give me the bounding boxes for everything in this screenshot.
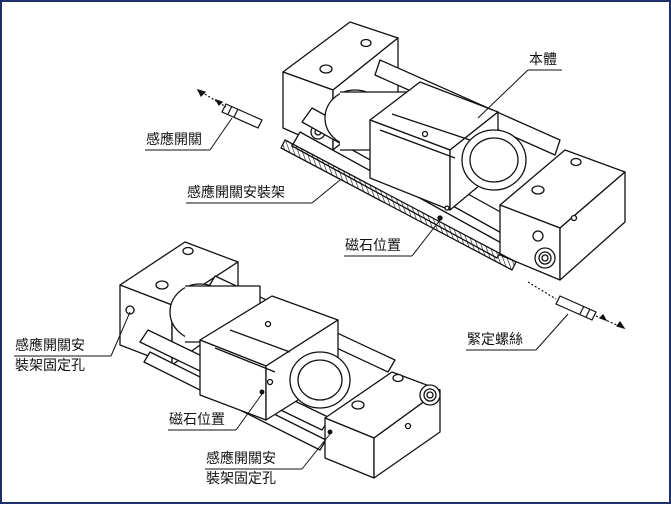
label-sensor-switch: 感應開關: [146, 132, 202, 148]
top-magnet-mark: [437, 215, 443, 221]
label-mount-hole-left-line1: 感應開關安: [15, 338, 85, 354]
label-mount-hole-bottom-line1: 感應開關安: [206, 451, 276, 467]
top-assembly: [280, 21, 626, 281]
label-body: 本體: [529, 52, 557, 68]
label-magnet-bottom: 磁石位置: [169, 412, 225, 428]
label-sensor-mount: 感應開關安裝架: [187, 185, 285, 201]
bottom-center-cylinder: [289, 351, 351, 409]
bottom-mount-hole-mark: [327, 429, 333, 435]
leader-lines: [14, 69, 569, 470]
label-magnet-top: 磁石位置: [345, 238, 401, 254]
bottom-assembly: [119, 241, 441, 479]
label-mount-hole-bottom-line2: 裝架固定孔: [206, 471, 276, 487]
bottom-right-end-block: [324, 371, 441, 479]
top-sensor-switch: [196, 89, 263, 129]
top-set-screw: [527, 281, 626, 330]
top-center-cylinder: [461, 129, 527, 191]
bottom-cylinder: [169, 283, 261, 343]
label-set-screw: 緊定螺絲: [467, 332, 523, 348]
label-mount-hole-left-line2: 裝架固定孔: [15, 358, 85, 374]
bottom-magnet-mark: [259, 389, 265, 395]
